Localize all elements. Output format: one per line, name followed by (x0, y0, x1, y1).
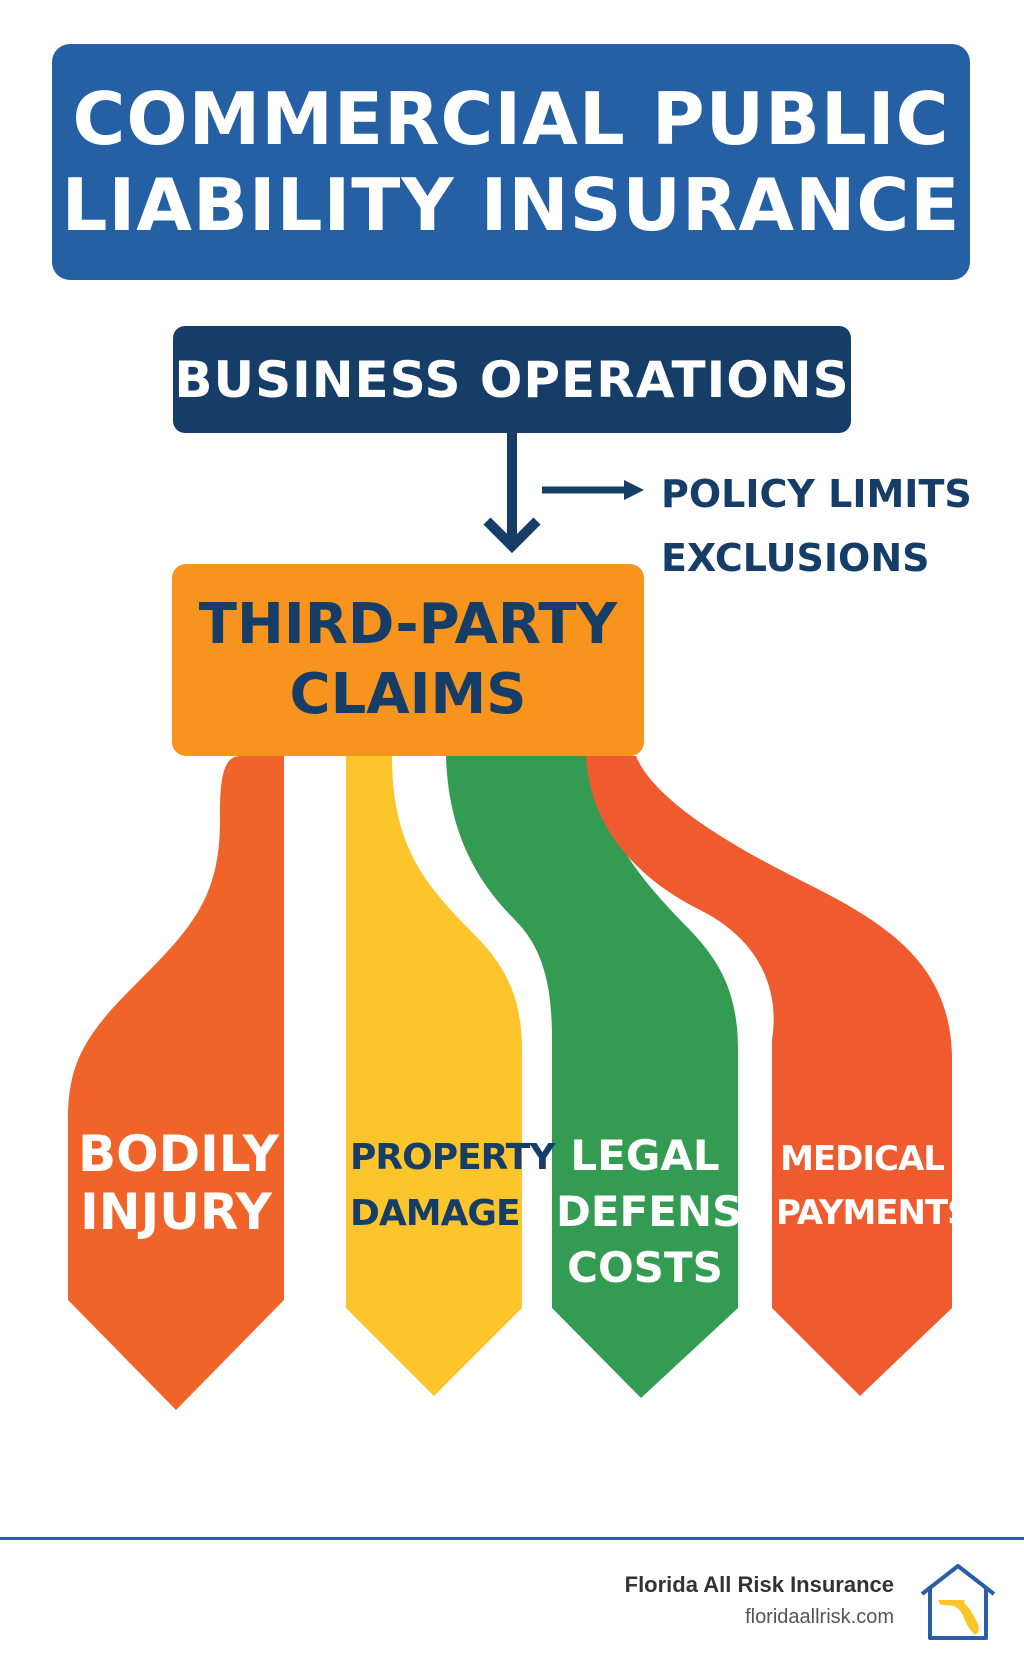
title-banner: COMMERCIAL PUBLIC LIABILITY INSURANCE (52, 44, 970, 280)
branch-text: DAMAGE (350, 1193, 521, 1234)
title-line-1: COMMERCIAL PUBLIC (72, 77, 950, 161)
branch-bodily-injury (68, 756, 284, 1410)
house-florida-icon (920, 1564, 996, 1640)
branch-label-medical-payments: MEDICAL PAYMENTS (776, 1132, 972, 1240)
branch-text: INJURY (80, 1183, 272, 1241)
branch-medical-payments (586, 756, 952, 1396)
title-line-2: LIABILITY INSURANCE (61, 163, 961, 247)
branch-text: LEGAL (570, 1131, 720, 1180)
exclusions-label: EXCLUSIONS (661, 536, 930, 580)
footer-divider (0, 1537, 1024, 1540)
down-arrow-icon (483, 433, 541, 554)
business-operations-box: BUSINESS OPERATIONS (173, 326, 851, 433)
claims-line-2: CLAIMS (289, 662, 527, 727)
footer-company-name: Florida All Risk Insurance (624, 1572, 894, 1597)
policy-note: POLICY LIMITS EXCLUSIONS (661, 462, 972, 590)
branch-label-property-damage: PROPERTY DAMAGE (350, 1130, 555, 1242)
branch-text: MEDICAL (780, 1139, 945, 1179)
business-operations-label: BUSINESS OPERATIONS (174, 350, 850, 409)
branch-label-bodily-injury: BODILY INJURY (78, 1125, 280, 1241)
branch-text: BODILY (78, 1125, 280, 1183)
branch-text: COSTS (567, 1243, 723, 1292)
footer-url: floridaallrisk.com (745, 1606, 894, 1628)
branch-label-legal-defense: LEGAL DEFENSE COSTS (556, 1128, 772, 1296)
right-arrow-icon (542, 480, 644, 500)
policy-limits-label: POLICY LIMITS (661, 472, 972, 516)
claims-line-1: THIRD-PARTY (198, 592, 618, 657)
branch-text: DEFENSE (556, 1187, 772, 1236)
branch-property-damage (346, 756, 522, 1396)
branch-legal-defense (446, 756, 738, 1398)
branch-text: PAYMENTS (776, 1193, 972, 1233)
branch-text: PROPERTY (350, 1137, 555, 1178)
third-party-claims-box: THIRD-PARTY CLAIMS (172, 564, 644, 756)
